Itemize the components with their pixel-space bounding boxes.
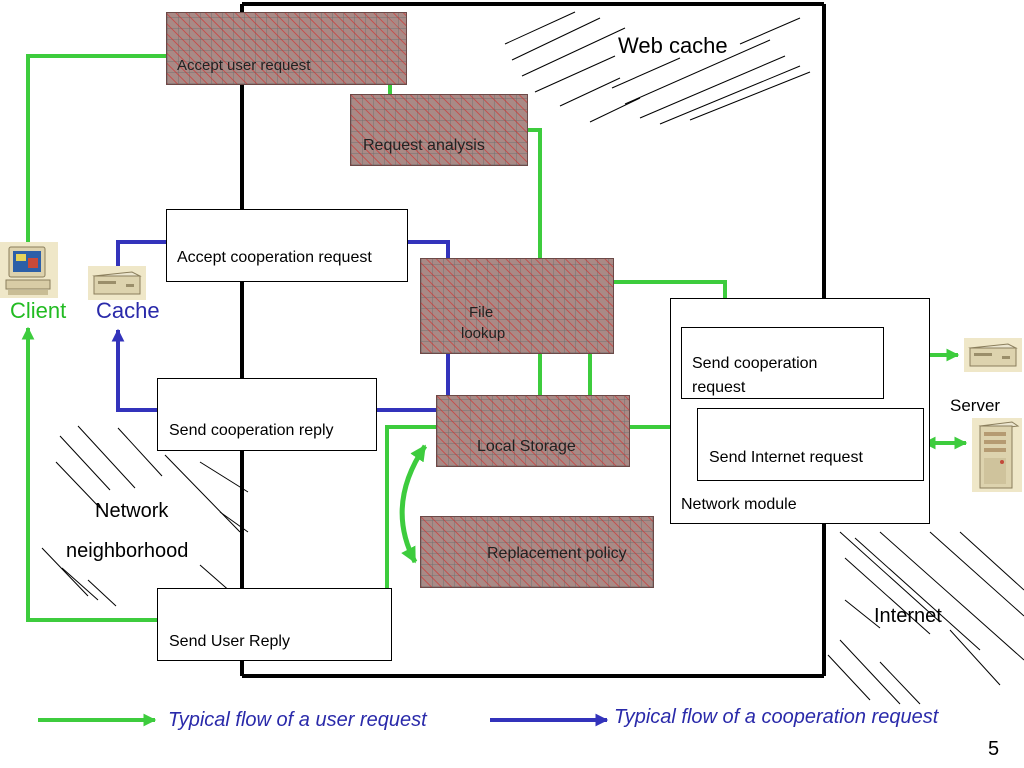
network-neighborhood-hatching (41, 425, 249, 607)
cache-machine-icon (88, 266, 146, 300)
storage-replacement-arrow (399, 444, 428, 564)
server-tower-icon (972, 418, 1022, 492)
send-cooperation-request-label-line2: request (692, 379, 746, 396)
replacement-policy-box: Replacement policy (420, 516, 654, 588)
send-cooperation-reply-label: Send cooperation reply (169, 422, 334, 439)
file-lookup-label-line1: File (469, 304, 494, 321)
accept-user-request-label: Accept user request (177, 57, 311, 74)
send-cooperation-reply-box: Send cooperation reply (157, 378, 377, 451)
send-cooperation-request-box: Send cooperation request (681, 327, 884, 399)
file-lookup-label-line2: lookup (461, 325, 506, 342)
network-module-label: Network module (681, 496, 797, 513)
web-cache-title: Web cache (618, 33, 728, 58)
request-analysis-label: Request analysis (363, 137, 485, 154)
remote-cache-icon (964, 338, 1022, 372)
slide-number: 5 (988, 738, 1000, 760)
local-storage-box: Local Storage (436, 395, 630, 467)
network-neighborhood-label-line2: neighborhood (66, 540, 189, 562)
web-cache-hatching (504, 11, 811, 125)
request-analysis-box: Request analysis (350, 94, 528, 166)
local-storage-label: Local Storage (477, 438, 576, 455)
client-label: Client (10, 298, 67, 323)
send-user-reply-box: Send User Reply (157, 588, 392, 661)
internet-label: Internet (874, 605, 942, 627)
accept-cooperation-request-box: Accept cooperation request (166, 209, 408, 282)
file-lookup-box: File lookup (420, 258, 614, 354)
send-internet-request-box: Send Internet request (697, 408, 924, 481)
network-neighborhood-label-line1: Network (95, 500, 169, 522)
accept-cooperation-request-label: Accept cooperation request (177, 249, 372, 266)
replacement-policy-label: Replacement policy (487, 545, 627, 562)
user-request-flow-line (21, 54, 874, 622)
send-user-reply-label: Send User Reply (169, 633, 290, 650)
internet-hatching (827, 531, 1024, 705)
cache-label: Cache (96, 298, 160, 323)
legend-cooperation-request-label: Typical flow of a cooperation request (614, 706, 939, 728)
server-label: Server (950, 396, 1001, 415)
accept-user-request-box: Accept user request (166, 12, 407, 85)
legend-user-request-label: Typical flow of a user request (168, 709, 427, 731)
send-cooperation-request-label-line1: Send cooperation (692, 355, 818, 372)
client-computer-icon (0, 242, 58, 298)
send-internet-request-label: Send Internet request (709, 449, 863, 466)
